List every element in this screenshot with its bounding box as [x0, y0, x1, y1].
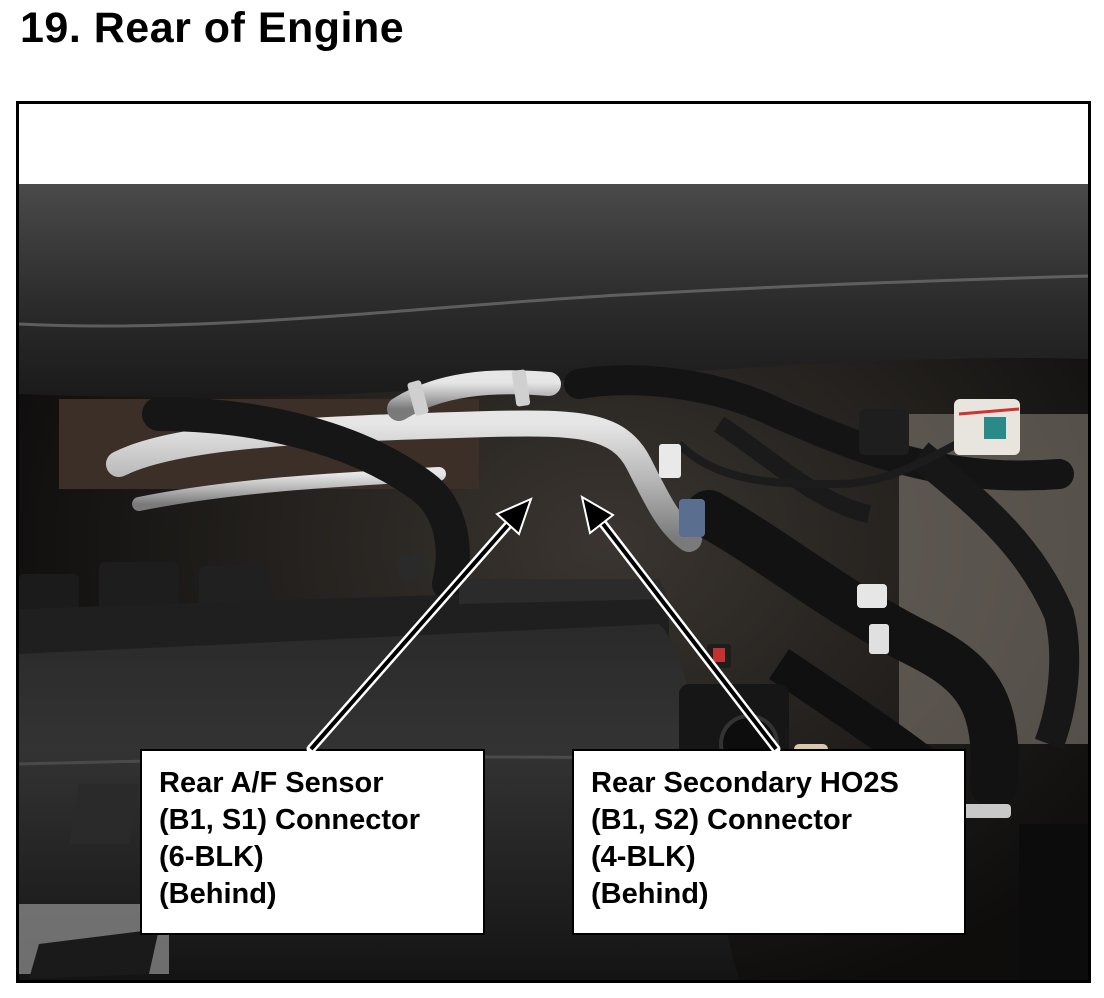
- callout-line: (B1, S1) Connector: [159, 804, 421, 836]
- callout-line: Rear A/F Sensor: [159, 767, 384, 799]
- callout-line: (B1, S2) Connector: [591, 804, 853, 836]
- callout-rear-af-sensor-connector: Rear A/F Sensor (B1, S1) Connector (6-BL…: [140, 749, 485, 935]
- engine-bay-photo: [19, 184, 1088, 980]
- callout-line: (4-BLK): [591, 841, 696, 873]
- page-title: 19. Rear of Engine: [20, 4, 405, 52]
- callout-rear-secondary-ho2s-connector: Rear Secondary HO2S (B1, S2) Connector (…: [572, 749, 966, 935]
- figure-frame: Rear A/F Sensor (B1, S1) Connector (6-BL…: [16, 101, 1091, 983]
- callout-line: (Behind): [591, 878, 709, 910]
- callout-line: (Behind): [159, 878, 277, 910]
- callout-line: (6-BLK): [159, 841, 264, 873]
- callout-line: Rear Secondary HO2S: [591, 767, 899, 799]
